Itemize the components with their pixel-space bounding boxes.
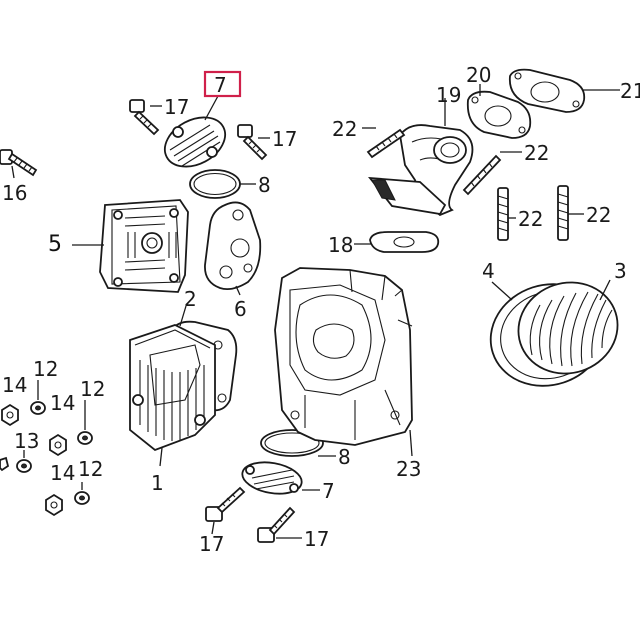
- bolt-16[interactable]: [0, 149, 38, 177]
- stud-22-a[interactable]: [366, 128, 406, 159]
- callout-17-bottom-left: 17: [199, 532, 224, 556]
- callout-22-b: 22: [524, 141, 549, 165]
- callout-4: 4: [482, 259, 495, 283]
- callout-21: 21: [620, 79, 640, 103]
- part-5-cover[interactable]: [99, 199, 189, 293]
- callout-16: 16: [2, 181, 27, 205]
- callout-17-top-right: 17: [272, 127, 297, 151]
- nut-14-b[interactable]: [49, 433, 67, 457]
- gasket-20[interactable]: [466, 90, 532, 139]
- stud-22-c[interactable]: [497, 187, 509, 241]
- part-7-top-cover[interactable]: [156, 95, 233, 176]
- washer-12-a[interactable]: [30, 401, 46, 415]
- callout-5: 5: [48, 232, 62, 257]
- bolt-17-top-right[interactable]: [237, 124, 268, 161]
- callout-13: 13: [14, 429, 39, 453]
- washer-12-b[interactable]: [77, 431, 93, 445]
- bolt-17-bottom-left[interactable]: [205, 486, 246, 522]
- callout-12-c: 12: [78, 457, 103, 481]
- callout-19: 19: [436, 83, 461, 107]
- part-23-engine-block[interactable]: [274, 267, 413, 446]
- highlight-box-7: [203, 70, 242, 98]
- part-3-filter-element[interactable]: [507, 270, 630, 386]
- part-21-flange[interactable]: [508, 68, 586, 113]
- callout-12-a: 12: [33, 357, 58, 381]
- callout-3: 3: [614, 259, 627, 283]
- part-1-cylinder-head[interactable]: [129, 324, 216, 452]
- callout-7-top: 7: [214, 73, 227, 97]
- callout-8-top: 8: [258, 173, 271, 197]
- nut-stub-left[interactable]: [0, 456, 10, 472]
- callout-17-top-left: 17: [164, 95, 189, 119]
- callout-8-bottom: 8: [338, 445, 351, 469]
- callout-14-c: 14: [50, 461, 75, 485]
- callout-20: 20: [466, 63, 491, 87]
- bolt-17-top-left[interactable]: [129, 99, 160, 136]
- bolt-17-bottom-right[interactable]: [257, 506, 296, 543]
- callout-22-c: 22: [518, 207, 543, 231]
- part-19-intake-manifold[interactable]: [368, 124, 474, 217]
- callout-1: 1: [151, 471, 164, 495]
- callout-12-b: 12: [80, 377, 105, 401]
- callout-18: 18: [328, 233, 353, 257]
- callout-14-a: 14: [2, 373, 27, 397]
- gasket-6[interactable]: [204, 201, 262, 291]
- stud-22-d[interactable]: [557, 185, 569, 241]
- washer-13[interactable]: [16, 459, 32, 473]
- nut-14-c[interactable]: [45, 493, 63, 517]
- oring-8-top[interactable]: [189, 169, 241, 199]
- washer-12-c[interactable]: [74, 491, 90, 505]
- callout-23: 23: [396, 457, 421, 481]
- callout-7-bottom: 7: [322, 479, 335, 503]
- gasket-18[interactable]: [369, 231, 440, 253]
- part-7-bottom-cover[interactable]: [240, 458, 304, 498]
- callout-2: 2: [184, 287, 197, 311]
- nut-14-a[interactable]: [1, 403, 19, 427]
- callout-17-bottom-right: 17: [304, 527, 329, 551]
- stud-22-b[interactable]: [462, 154, 502, 196]
- callout-6: 6: [234, 297, 247, 321]
- callout-22-d: 22: [586, 203, 611, 227]
- callout-22-a: 22: [332, 117, 357, 141]
- callout-14-b: 14: [50, 391, 75, 415]
